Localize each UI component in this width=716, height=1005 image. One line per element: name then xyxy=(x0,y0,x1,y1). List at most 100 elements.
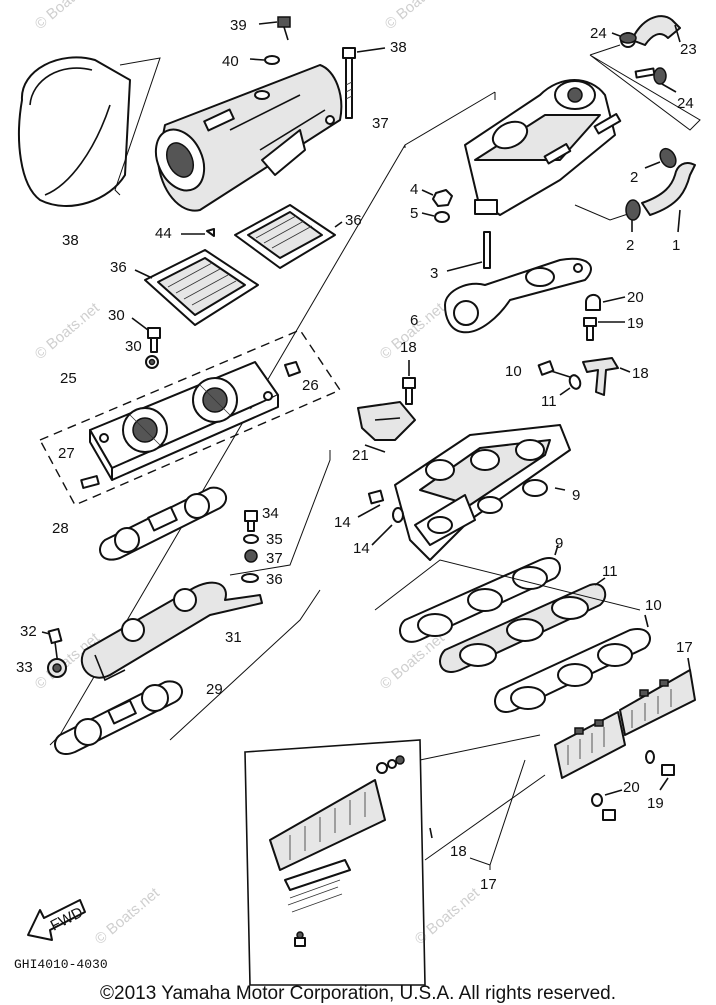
hose-part-1 xyxy=(641,162,696,233)
bolt-part-19 xyxy=(583,317,625,341)
part-label: 4 xyxy=(410,181,418,198)
part-label: 32 xyxy=(20,623,37,640)
part-label: 26 xyxy=(302,377,319,394)
washer-part-36 xyxy=(241,573,259,583)
part-label: 14 xyxy=(353,540,370,557)
part-label: 3 xyxy=(430,265,438,282)
part-label: 24 xyxy=(590,25,607,42)
part-label: 20 xyxy=(623,779,640,796)
part-label: 20 xyxy=(627,289,644,306)
part-label: 14 xyxy=(334,514,351,531)
washer-part-29 xyxy=(145,355,159,369)
part-label: 5 xyxy=(410,205,418,222)
part-label: 21 xyxy=(352,447,369,464)
adapter-plate-assembly-part-25 xyxy=(39,329,342,506)
part-label: 38 xyxy=(62,232,79,249)
intake-manifold-part-7 xyxy=(394,424,571,561)
part-label: 25 xyxy=(60,370,77,387)
filter-element-part-38-left xyxy=(134,249,259,326)
part-label: 31 xyxy=(225,629,242,646)
watermark: © Boats.net xyxy=(32,299,104,363)
part-label: 6 xyxy=(410,312,418,329)
part-label: 38 xyxy=(390,39,407,56)
screw-part-28 xyxy=(131,317,161,353)
gasket-part-9-right xyxy=(494,614,651,713)
stud-part-3 xyxy=(446,231,491,272)
washer-part-35 xyxy=(243,534,259,544)
bolt-part-12 xyxy=(357,489,385,518)
assembly-guide xyxy=(374,559,641,611)
part-label: 29 xyxy=(206,681,223,698)
clamp-part-24-top xyxy=(611,32,637,44)
bracket-part-18 xyxy=(582,357,631,396)
part-label: 44 xyxy=(155,225,172,242)
pin-part-27 xyxy=(80,475,100,489)
clamp-part-2-lower xyxy=(625,199,641,232)
part-label: 33 xyxy=(16,659,33,676)
clamp-part-24-right xyxy=(634,67,677,93)
reed-valve-detail-inset-part-15 xyxy=(244,734,546,986)
reed-valve-part-14-right xyxy=(619,657,696,736)
part-label: 39 xyxy=(230,17,247,34)
intake-boot-part-40 xyxy=(18,56,161,207)
bracket-part-21 xyxy=(357,401,416,453)
bolt-part-41 xyxy=(342,47,386,119)
callout-bracket xyxy=(469,759,526,870)
hose-part-23 xyxy=(620,15,681,48)
cap-part-26 xyxy=(284,361,301,377)
washer-part-43 xyxy=(249,55,280,65)
part-label: 36 xyxy=(266,571,283,588)
forward-direction-arrow: FWD xyxy=(27,899,86,941)
bolt-part-22 xyxy=(402,360,416,405)
part-label: 9 xyxy=(572,487,580,504)
nut-part-4 xyxy=(421,189,453,207)
copyright-notice: ©2013 Yamaha Motor Corporation, U.S.A. A… xyxy=(100,983,616,1004)
part-label: 1 xyxy=(672,237,680,254)
part-label: 18 xyxy=(450,843,467,860)
clamp-part-2-upper xyxy=(644,147,677,169)
diagram-code: GHI4010-4030 xyxy=(14,957,108,972)
part-label: 17 xyxy=(480,876,497,893)
part-label: 28 xyxy=(52,520,69,537)
washer-part-17 xyxy=(591,750,655,807)
part-label: 36 xyxy=(110,259,127,276)
part-label: 2 xyxy=(630,169,638,186)
part-label: 9 xyxy=(555,535,563,552)
watermark: © Boats.net xyxy=(92,884,164,948)
gasket-part-6 xyxy=(444,257,592,334)
part-label: 24 xyxy=(677,95,694,112)
part-label: 2 xyxy=(626,237,634,254)
part-label: 37 xyxy=(372,115,389,132)
manifold-plate-part-31 xyxy=(80,581,263,682)
part-label: 18 xyxy=(400,339,417,356)
part-label: 34 xyxy=(262,505,279,522)
part-label: 30 xyxy=(125,338,142,355)
part-label: 19 xyxy=(647,795,664,812)
washer-part-13 xyxy=(371,507,404,546)
part-label: 40 xyxy=(222,53,239,70)
part-label: 19 xyxy=(627,315,644,332)
gasket-part-9-left xyxy=(399,544,561,643)
part-label: 11 xyxy=(541,393,557,410)
filter-element-part-38-right xyxy=(234,204,343,269)
nut-part-37 xyxy=(244,549,258,563)
watermark: © Boats.net xyxy=(32,0,104,33)
gasket-part-30-lower xyxy=(54,680,184,755)
part-label: 36 xyxy=(345,212,362,229)
water-housing-assembly xyxy=(464,44,701,221)
cap-part-20 xyxy=(585,294,626,311)
screw-part-42 xyxy=(258,16,291,41)
bolt-part-34 xyxy=(244,510,258,532)
part-label: 30 xyxy=(108,307,125,324)
part-label: 18 xyxy=(632,365,649,382)
clip-part-44 xyxy=(181,228,215,237)
part-label: 23 xyxy=(680,41,697,58)
part-label: 11 xyxy=(602,563,618,580)
watermark: © Boats.net xyxy=(382,0,454,33)
bolt-part-10 xyxy=(537,360,571,378)
reed-valve-part-14-left xyxy=(554,711,626,779)
part-label: 10 xyxy=(645,597,662,614)
washer-part-11 xyxy=(559,374,582,396)
